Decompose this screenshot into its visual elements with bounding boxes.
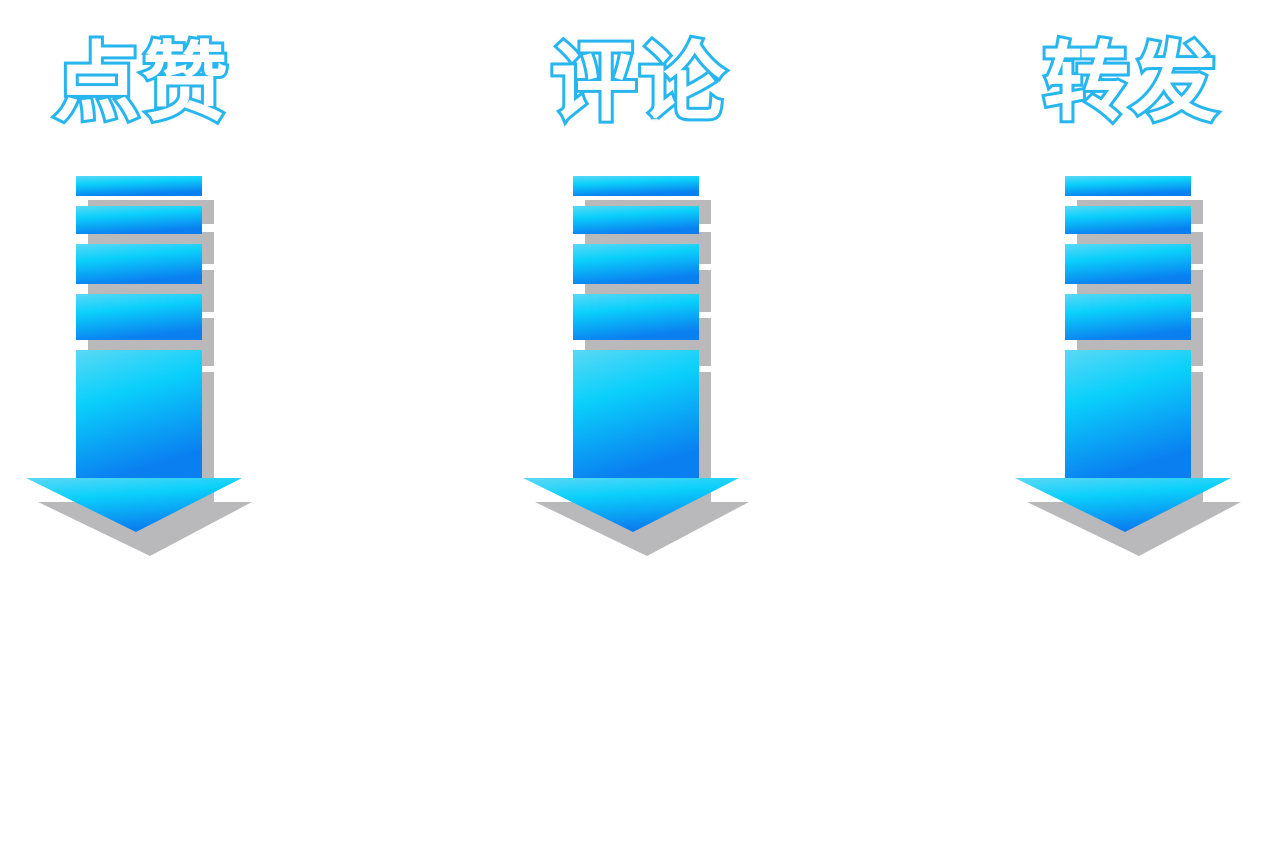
item-like: 点赞	[22, 0, 282, 600]
down-arrow-icon	[26, 176, 252, 556]
share-label: 转发	[1040, 30, 1220, 136]
like-label: 点赞	[51, 30, 231, 136]
down-arrow-icon	[1015, 176, 1241, 556]
comment-label: 评论	[548, 30, 728, 136]
item-share: 转发	[1011, 0, 1271, 600]
item-comment: 评论	[519, 0, 779, 600]
down-arrow-icon	[523, 176, 749, 556]
